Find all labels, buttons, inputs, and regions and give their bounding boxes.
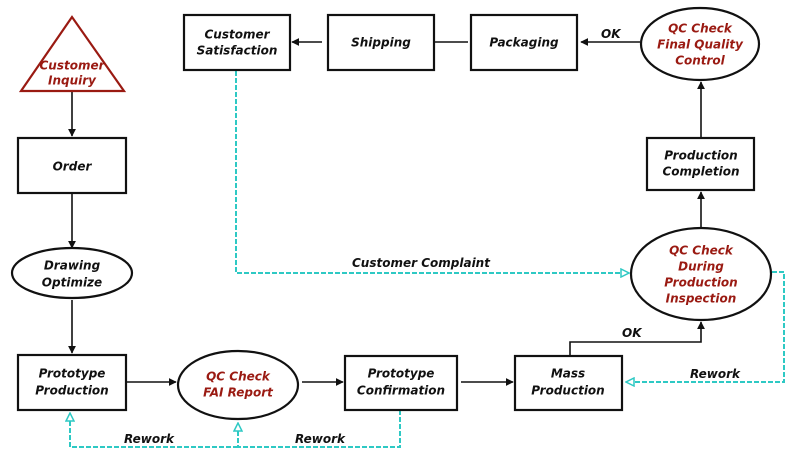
node-label: Production [664,149,737,163]
node-label: QC Check [206,370,271,384]
node-mass-production: Mass Production [513,354,624,412]
arrow-mass-to-during-qc [569,321,705,355]
node-label: Prototype [368,367,435,381]
node-label: Final Quality [657,38,744,52]
node-prototype-production: Prototype Production [16,353,128,412]
node-qc-fai-report: QC Check FAI Report [176,349,300,421]
edge-label-rework-confirmation: Rework [295,432,346,446]
node-label: Inspection [666,292,737,306]
node-label: QC Check [669,244,734,258]
node-label: FAI Report [203,386,274,400]
node-label: Confirmation [357,384,445,398]
node-label: Satisfaction [197,44,278,58]
edge-label-rework-fai: Rework [124,432,175,446]
node-qc-during-production: QC Check During Production Inspection [629,226,773,322]
node-label: Packaging [489,36,559,50]
rework-during-line [626,271,785,382]
node-label: Production [664,276,737,290]
node-label: Production [35,384,108,398]
rework-confirmation-line [238,410,401,448]
node-label: Shipping [351,36,411,50]
node-label: Inquiry [48,74,97,88]
rework-fai-line [70,413,238,448]
node-label: Completion [662,165,739,179]
node-shipping: Shipping [326,13,436,72]
node-label: Customer [204,28,270,42]
node-customer-inquiry: Customer Inquiry [18,15,127,93]
node-label: Production [531,384,604,398]
node-order: Order [16,136,128,195]
edge-label-ok-mass: OK [622,326,643,340]
edge-label-ok-final: OK [601,27,622,41]
node-drawing-optimize: Drawing Optimize [10,246,134,300]
node-qc-final-quality: QC Check Final Quality Control [639,6,761,82]
node-label: During [678,260,724,274]
node-label: Mass [551,367,585,381]
node-prototype-confirmation: Prototype Confirmation [343,354,459,412]
node-label: Order [53,160,93,174]
node-label: Customer [39,59,105,73]
edge-label-customer-complaint: Customer Complaint [352,256,491,270]
node-customer-satisfaction: Customer Satisfaction [182,13,292,72]
customer-complaint-line [235,71,629,273]
node-label: Control [675,54,725,68]
edge-label-rework-during: Rework [690,367,741,381]
node-packaging: Packaging [469,13,579,72]
node-label: QC Check [668,22,733,36]
node-label: Prototype [39,367,106,381]
node-production-completion: Production Completion [645,136,756,192]
node-label: Optimize [42,276,102,290]
node-label: Drawing [44,259,101,273]
